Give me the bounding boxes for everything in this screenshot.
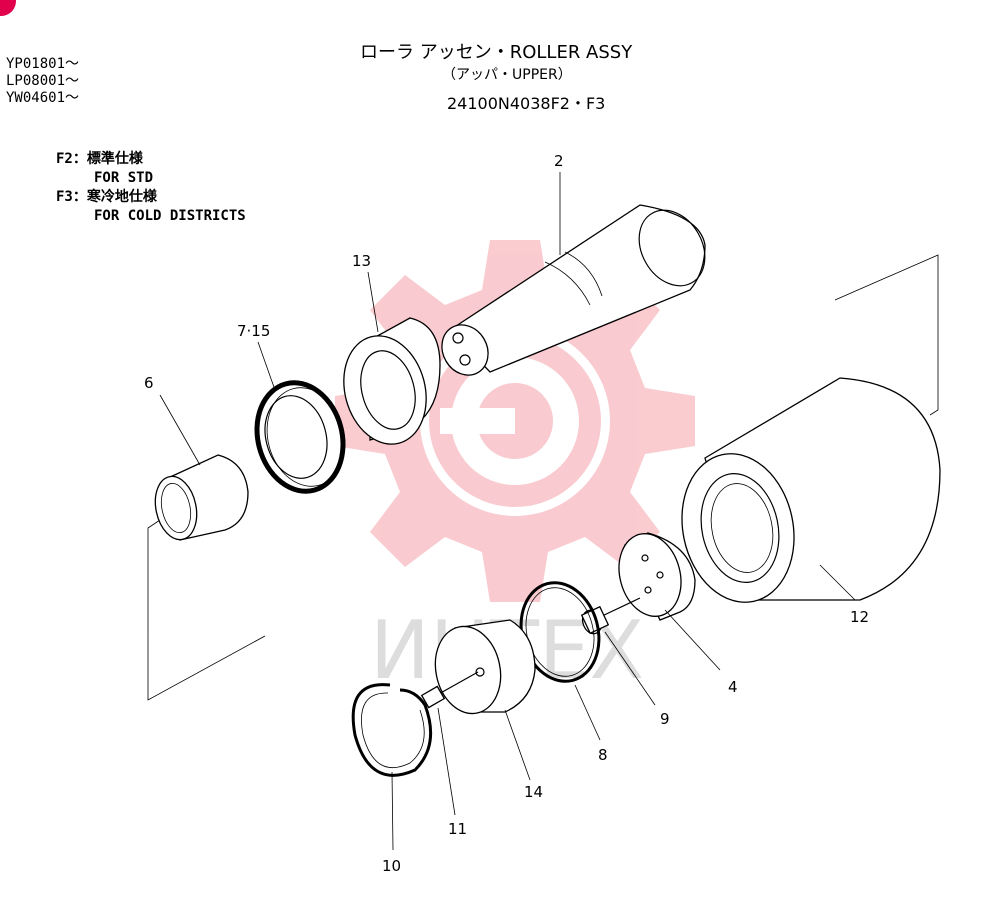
plug-part-11 [420,671,479,816]
cap-part-14 [434,619,536,781]
title-sub: （アッパ・UPPER） [442,67,572,83]
roller-part-12 [681,377,941,603]
label-part-8: 8 [598,746,608,764]
collar-part-13 [343,271,441,445]
cover-part-4 [618,532,721,671]
spec-f3: F3：寒冷地仕様 [56,189,157,205]
assembly-boundary-right [834,254,939,416]
label-part-2: 2 [554,152,564,170]
label-part-9: 9 [660,710,670,728]
label-part-12: 12 [850,608,869,626]
spec-f2: F2：標準仕様 [56,151,143,167]
label-part-10: 10 [382,857,401,875]
label-part-6: 6 [144,374,154,392]
spec-f3-en: FOR COLD DISTRICTS [94,208,246,224]
snap-ring-part-10 [351,683,433,851]
serial-1: YP01801～ [6,56,80,72]
label-part-7-15: 7·15 [237,322,270,340]
serial-2: LP08001～ [6,73,80,89]
bushing-part-6 [154,394,249,541]
label-part-13: 13 [352,252,371,270]
shaft-part-2 [441,172,706,376]
serial-3: YW04601～ [6,90,80,106]
assembly-boundary-left [147,519,266,701]
spec-f2-en: FOR STD [94,170,154,186]
part-number: 24100N4038F2・F3 [447,94,606,113]
spec-list: F2：標準仕様 FOR STD F3：寒冷地仕様 FOR COLD DISTRI… [56,150,246,226]
label-part-14: 14 [524,783,543,801]
seal-part-7-15 [254,341,346,494]
title-main: ローラ アッセン・ROLLER ASSY [360,42,633,63]
serial-list: YP01801～ LP08001～ YW04601～ [6,56,79,107]
label-part-11: 11 [448,820,467,838]
label-part-4: 4 [728,678,738,696]
